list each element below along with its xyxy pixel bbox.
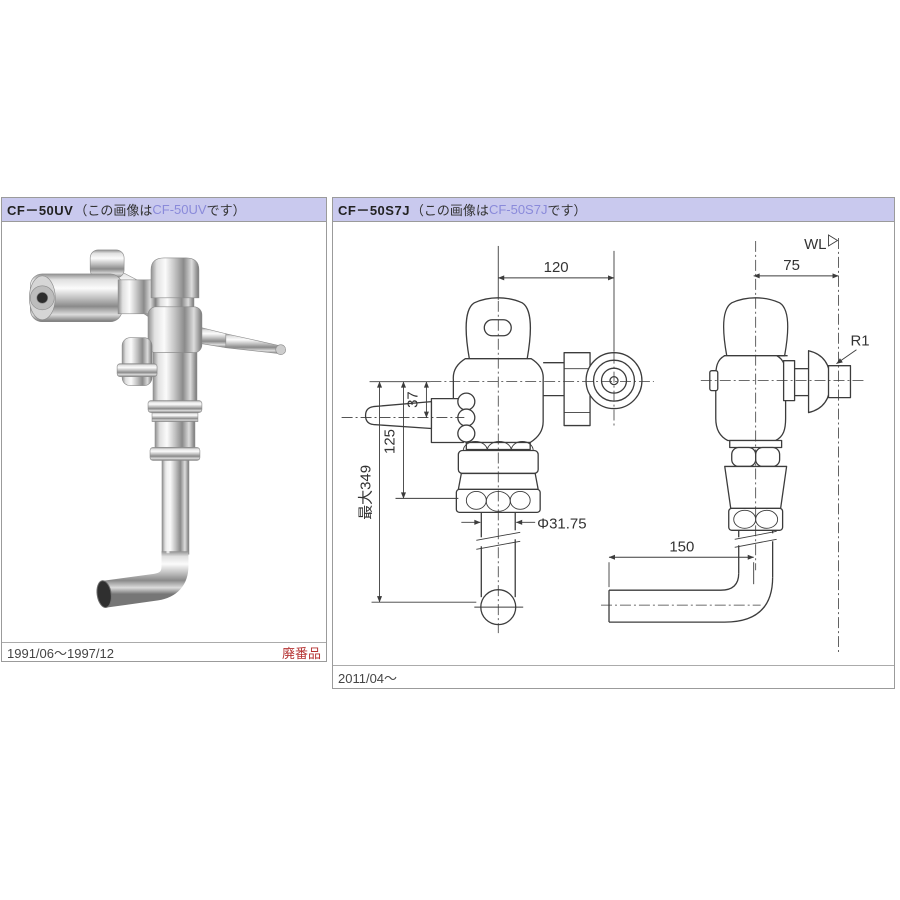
dim-diameter-label: Φ31.75 [537, 515, 586, 532]
union-nut [563, 352, 591, 427]
wall-line-marker-icon [828, 234, 839, 247]
flush-pipe [161, 460, 190, 555]
caption-prefix: （この画像は [74, 203, 153, 218]
dim-150-label: 150 [669, 538, 694, 555]
vacuum-breaker-nut [116, 363, 158, 377]
dim-75-label: 75 [783, 257, 800, 274]
model-name-cf50s7j: CF－50S7J [338, 203, 410, 218]
lever-handle [225, 333, 281, 355]
cap-neck [155, 297, 195, 308]
chrome-valve-illustration [29, 249, 287, 608]
pipe-outlet [96, 580, 112, 608]
vacuum-breaker [121, 337, 153, 386]
hex-joint [117, 279, 157, 315]
dim-37-label: 37 [404, 391, 421, 408]
lever-tip [275, 344, 287, 355]
side-view [601, 234, 865, 656]
body-side [715, 355, 787, 442]
push-lever [364, 400, 433, 430]
product-photo-area [2, 222, 326, 642]
dim-125-label: 125 [381, 429, 398, 454]
caption-prefix: （この画像は [410, 203, 489, 218]
stop-valve-screw [36, 292, 49, 304]
bend-inner [609, 573, 740, 591]
dim-max349-label: 最大349 [358, 465, 375, 520]
upper-body [147, 306, 203, 353]
mid-body [152, 352, 198, 403]
caption-model-link[interactable]: CF-50UV [152, 202, 207, 217]
technical-drawing: 120 75 WL R1 37 125 最大349 [341, 234, 870, 656]
bend-outer [609, 577, 774, 623]
dim-120-label: 120 [544, 259, 569, 276]
production-period: 1991/06～1997/12 [7, 646, 114, 661]
front-view [341, 297, 654, 634]
caption-suffix: です） [206, 203, 246, 218]
lower-body [154, 421, 196, 448]
wall-bell [807, 350, 832, 414]
panel-footer-cf50uv: 1991/06～1997/12 廃番品 [2, 642, 326, 662]
panel-footer-cf50s7j: 2011/04～ [333, 665, 894, 689]
collar-band [151, 412, 199, 422]
cap-slot [483, 319, 512, 337]
wall-stub [827, 365, 852, 399]
lever-cone [201, 327, 227, 349]
pipe-bend [103, 551, 189, 608]
caption-model-link[interactable]: CF-50S7J [488, 202, 548, 217]
flush-valve-photo [29, 249, 287, 608]
wall-line-label: WL [804, 236, 826, 253]
technical-drawing-area: 120 75 WL R1 37 125 最大349 [333, 222, 894, 665]
dim-r1-label: R1 [850, 333, 869, 350]
spud-nut [149, 447, 201, 461]
production-period: 2011/04～ [338, 671, 398, 686]
dimensions: 120 75 WL R1 37 125 最大349 [358, 236, 870, 603]
caption-suffix: です） [547, 203, 587, 218]
model-name-cf50uv: CF－50UV [7, 203, 74, 218]
discontinued-badge: 廃番品 [281, 646, 321, 661]
valve-cap [150, 257, 200, 299]
collar-nut [147, 400, 203, 413]
